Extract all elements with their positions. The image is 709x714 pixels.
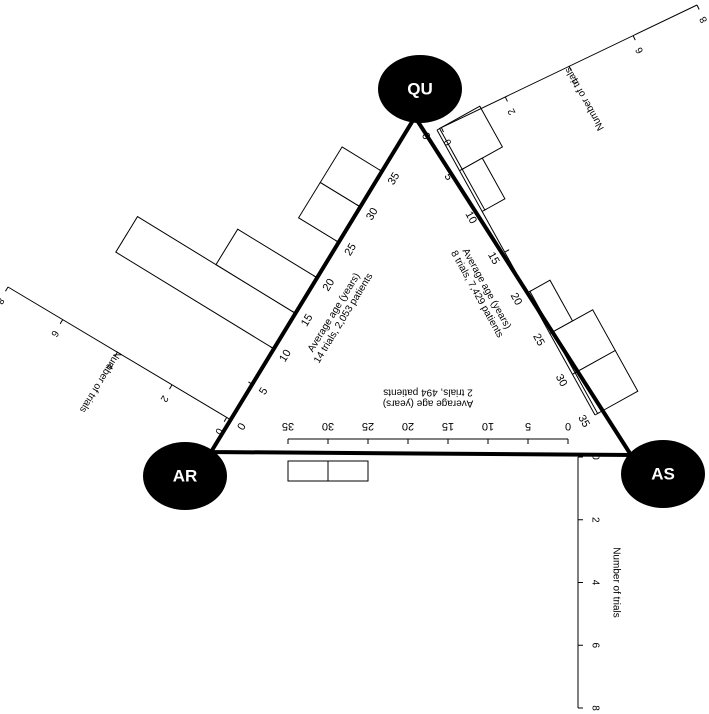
count-tick-qu_as: [440, 127, 444, 133]
age-tick-label-ar_as: 20: [402, 420, 414, 432]
count-tick-ar_qu: [114, 351, 118, 357]
histogram-bar-ar_as: [327, 460, 369, 482]
count-tick-label-ar_as: 0: [590, 454, 601, 460]
age-tick-label-ar_qu: 35: [386, 170, 403, 187]
age-tick-label-qu_as: 10: [463, 209, 479, 226]
node-as-circle: [621, 440, 705, 508]
count-axis-title-ar_qu: Number of trials: [77, 348, 123, 414]
edge-title-ar_as: Average age (years): [383, 398, 473, 409]
node-ar-circle: [143, 442, 227, 510]
edge-subtitle-ar_as: 2 trials, 494 patients: [383, 387, 473, 398]
count-tick-ar_qu: [223, 417, 228, 422]
age-tick-label-ar_qu: 20: [321, 277, 338, 294]
node-as: AS: [621, 440, 705, 508]
age-tick-label-ar_as: 0: [565, 420, 571, 432]
histogram-layer: [115, 105, 639, 482]
age-tick-qu_as: [436, 127, 442, 131]
count-tick-qu_as: [568, 66, 572, 72]
count-tick-qu_as: [504, 96, 508, 102]
count-tick-qu_as: [632, 35, 636, 41]
age-tick-label-qu_as: 5: [441, 171, 454, 182]
age-tick-label-ar_as: 35: [282, 420, 294, 432]
age-tick-label-qu_as: 25: [530, 332, 546, 349]
age-tick-label-qu_as: 15: [485, 250, 501, 267]
age-tick-label-ar_qu: 15: [299, 312, 316, 329]
age-tick-label-ar_qu: 25: [342, 241, 359, 258]
count-tick-label-qu_as: 0: [442, 137, 455, 148]
count-tick-label-ar_qu: 4: [103, 361, 116, 372]
age-tick-qu_as: [459, 167, 465, 172]
count-tick-label-qu_as: 2: [506, 106, 519, 117]
age-tick-label-qu_as: 35: [575, 413, 591, 430]
count-tick-ar_qu: [59, 319, 64, 325]
count-tick-label-qu_as: 8: [698, 14, 709, 25]
age-tick-label-qu_as: 0: [419, 131, 432, 142]
node-as-label: AS: [651, 465, 675, 484]
count-axis-title-ar_as: Number of trials: [611, 547, 622, 618]
histogram-bar-qu_as: [574, 349, 639, 415]
node-ar: AR: [143, 442, 227, 510]
histogram-bar-ar_as: [287, 460, 329, 482]
node-qu: QU: [378, 55, 462, 123]
node-ar-label: AR: [173, 467, 198, 486]
histogram-bar-qu_as: [438, 105, 504, 170]
count-tick-ar_qu: [5, 286, 9, 292]
node-qu-label: QU: [407, 80, 433, 99]
age-tick-label-qu_as: 20: [508, 291, 524, 308]
count-tick-label-ar_as: 6: [590, 643, 601, 649]
count-tick-label-ar_qu: 2: [158, 393, 171, 404]
network-triangle: [207, 113, 635, 458]
node-qu-circle: [378, 55, 462, 123]
age-tick-qu_as: [504, 249, 510, 253]
age-tick-qu_as: [594, 412, 600, 416]
age-tick-label-ar_as: 5: [525, 420, 531, 432]
age-tick-label-ar_as: 10: [482, 420, 494, 432]
count-tick-label-qu_as: 6: [634, 45, 647, 56]
count-tick-label-qu_as: 4: [570, 75, 583, 86]
age-tick-label-ar_qu: 10: [277, 348, 294, 365]
count-tick-ar_qu: [169, 384, 173, 390]
age-tick-label-ar_qu: 0: [235, 421, 248, 432]
histogram-bar-qu_as: [461, 157, 506, 211]
count-tick-label-ar_qu: 6: [48, 328, 61, 339]
count-tick-label-ar_qu: 0: [212, 426, 225, 437]
count-axis-title-qu_as: Number of trials: [563, 65, 607, 132]
count-tick-label-ar_as: 2: [590, 517, 601, 523]
age-tick-label-qu_as: 30: [553, 372, 569, 389]
age-tick-label-ar_as: 30: [322, 420, 334, 432]
age-tick-label-ar_qu: 5: [257, 386, 270, 397]
count-tick-label-ar_as: 8: [590, 705, 601, 711]
age-tick-label-ar_as: 15: [442, 420, 454, 432]
age-tick-label-ar_qu: 30: [364, 206, 381, 223]
age-tick-qu_as: [481, 208, 487, 212]
count-tick-label-ar_as: 4: [590, 580, 601, 586]
count-tick-label-ar_qu: 8: [0, 295, 6, 306]
age-tick-label-ar_as: 25: [362, 420, 374, 432]
count-tick-qu_as: [696, 4, 700, 10]
